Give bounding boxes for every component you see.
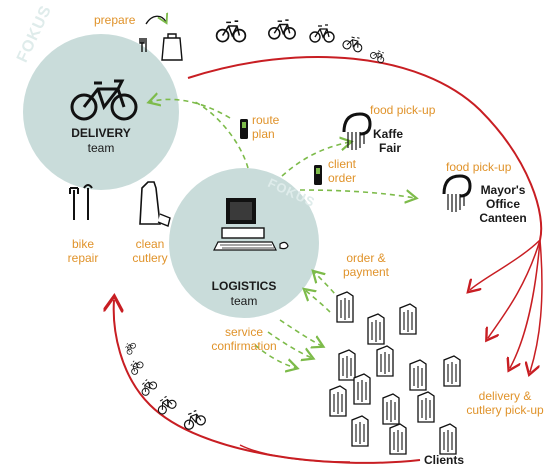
mayors-office-canteen-line-1: Mayor's (480, 183, 526, 197)
delivery-team-circle (23, 34, 179, 190)
building-icon (389, 423, 407, 455)
green-flow-service-1 (279, 319, 322, 346)
building-icon (443, 355, 461, 387)
green-flow-service-2 (267, 331, 312, 358)
green-flow-logistics-to-delivery (194, 101, 249, 169)
delivery-cutlery-line-2: cutlery pick-up (466, 402, 544, 417)
bike-repair-line-1: bike (71, 237, 94, 251)
bicycle-icon (122, 340, 137, 356)
computer-icon (213, 198, 289, 251)
cleaning-bottle-icon (139, 181, 171, 227)
service-confirmation-line-2: confirmation (211, 338, 277, 353)
bag-icon (161, 33, 183, 61)
bicycle-icon (268, 19, 296, 40)
clean-cutlery-label: clean cutlery (122, 237, 178, 266)
food-pickup-label-2: food pick-up (446, 160, 512, 174)
prepare-label: prepare (94, 13, 136, 27)
tools-icon (69, 184, 93, 220)
building-icon (417, 391, 435, 423)
building-icon (353, 373, 371, 405)
clean-cutlery-line-1: clean (135, 237, 165, 251)
mayors-office-canteen-line-3: Canteen (479, 210, 527, 225)
delivery-cutlery-line-1: delivery & (478, 389, 532, 403)
bike-repair-label: bike repair (58, 237, 108, 266)
building-icon (376, 345, 394, 377)
phone-icon (240, 119, 248, 139)
red-flow-branch-4 (530, 239, 543, 372)
green-flow-service-3 (254, 344, 296, 368)
route-plan-line-1: route (252, 113, 280, 127)
building-icon (329, 385, 347, 417)
kaffe-fair-label: Kaffe Fair (373, 127, 404, 156)
kaffe-fair-line-1: Kaffe (373, 127, 404, 141)
red-flow-branch-3 (510, 239, 541, 368)
bicycle-icon (180, 408, 208, 432)
building-icon (367, 313, 385, 345)
bike-repair-line-2: repair (67, 250, 99, 265)
food-pickup-label-1: food pick-up (370, 103, 436, 117)
cutlery-icon (139, 38, 147, 52)
service-confirmation-label: service confirmation (198, 325, 290, 354)
building-icon (336, 291, 354, 323)
building-icon (399, 303, 417, 335)
red-flow-branch-1 (470, 239, 541, 290)
client-order-line-2: order (328, 170, 357, 185)
logistics-team-name: LOGISTICS (211, 279, 277, 293)
building-icon (351, 415, 369, 447)
prepare-arrow-icon (145, 16, 166, 24)
red-flow-return-2 (239, 444, 351, 463)
clients-label: Clients (424, 453, 465, 467)
bicycle-icon (126, 357, 145, 377)
delivery-bicycle-icon (70, 79, 138, 121)
route-plan-line-2: plan (252, 126, 275, 141)
delivery-team-sub: team (87, 141, 115, 155)
kaffe-fair-line-2: Fair (379, 140, 402, 155)
red-flow-top (187, 55, 543, 241)
client-order-line-1: client (328, 157, 357, 171)
green-flow-to-mayor (299, 189, 415, 198)
bicycle-icon (215, 20, 247, 43)
client-order-label: client order (328, 157, 357, 186)
bicycle-icon (309, 24, 335, 43)
green-flow-order-payment-2 (305, 290, 331, 313)
phone-icon (314, 165, 322, 185)
mayors-office-canteen-line-2: Office (485, 196, 520, 211)
delivery-cutlery-label: delivery & cutlery pick-up (458, 389, 552, 418)
building-icon (382, 393, 400, 425)
clean-cutlery-line-2: cutlery (132, 250, 168, 265)
mayors-office-canteen-label: Mayor's Office Canteen (464, 183, 542, 225)
building-icon (409, 359, 427, 391)
green-flow-route-plan (150, 99, 231, 119)
delivery-team-name: DELIVERY (71, 126, 131, 140)
order-payment-line-2: payment (342, 264, 390, 279)
order-payment-label: order & payment (336, 251, 396, 280)
building-icon (338, 349, 356, 381)
building-icon (439, 423, 457, 455)
restaurant-icon (342, 112, 372, 152)
bicycle-icon (341, 34, 365, 54)
logistics-team-sub: team (230, 294, 258, 308)
order-payment-line-1: order & (346, 251, 386, 265)
route-plan-label: route plan (252, 113, 280, 142)
green-flow-to-kaffe (281, 142, 350, 177)
red-flow-branch-2 (488, 239, 541, 338)
service-confirmation-line-1: service (224, 325, 263, 339)
